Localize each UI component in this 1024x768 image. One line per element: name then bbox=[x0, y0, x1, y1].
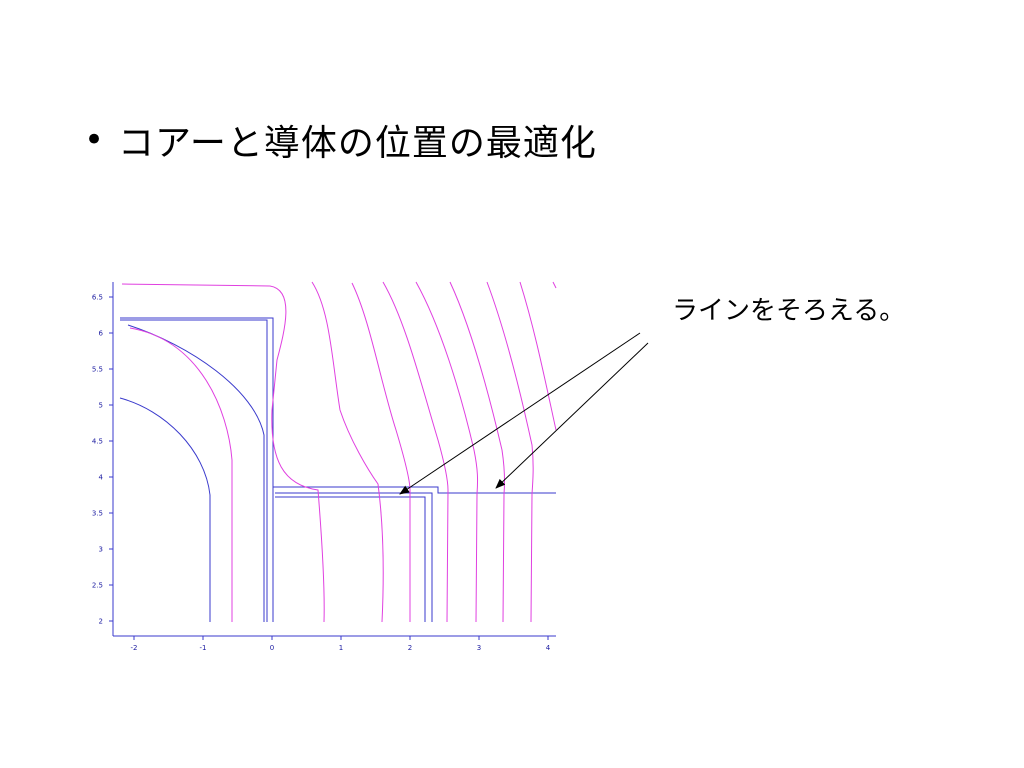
field-line-7 bbox=[449, 281, 506, 623]
x-tick-label: 0 bbox=[270, 644, 274, 652]
core-outline bbox=[120, 317, 274, 622]
conductor-inner-line bbox=[275, 496, 426, 622]
field-line-8 bbox=[486, 281, 534, 623]
field-line-4 bbox=[351, 282, 411, 622]
x-tick-label: 2 bbox=[408, 644, 412, 652]
conductor-lower-line bbox=[275, 492, 433, 622]
field-line-10 bbox=[552, 281, 557, 289]
field-line-2 bbox=[129, 327, 233, 622]
bullet-dot: • bbox=[84, 120, 105, 160]
axes: 6.5 6 5.5 5 4.5 4 3.5 3 2.5 2 -2 -1 0 1 2 3 4 bbox=[92, 282, 556, 652]
slide-title: コアーと導体の位置の最適化 bbox=[118, 123, 597, 164]
y-tick-label: 4 bbox=[99, 474, 104, 482]
y-tick-label: 6 bbox=[99, 330, 104, 338]
y-tick-label: 6.5 bbox=[92, 294, 103, 302]
x-tick-label: -1 bbox=[200, 644, 207, 652]
field-line-9 bbox=[519, 281, 557, 431]
y-tick-label: 2 bbox=[99, 618, 103, 626]
y-tick-label: 5.5 bbox=[92, 366, 103, 374]
inner-curve-1 bbox=[119, 397, 211, 622]
annotation-arrows bbox=[399, 332, 649, 495]
core-inner-top bbox=[120, 319, 268, 622]
arrow-left bbox=[399, 332, 641, 495]
field-line-3 bbox=[311, 281, 384, 623]
structure-lines bbox=[119, 317, 556, 622]
y-tick-label: 2.5 bbox=[92, 582, 103, 590]
field-line-6 bbox=[415, 281, 479, 623]
x-tick-label: -2 bbox=[131, 644, 138, 652]
x-ticks: -2 -1 0 1 2 3 4 bbox=[131, 636, 551, 652]
field-line-1 bbox=[121, 283, 325, 623]
slide-bullet-line: • コアーと導体の位置の最適化 bbox=[84, 112, 597, 168]
inner-curve-2 bbox=[127, 324, 265, 622]
x-tick-label: 1 bbox=[339, 644, 343, 652]
y-tick-label: 3.5 bbox=[92, 510, 103, 518]
conductor-top-line bbox=[273, 486, 556, 494]
y-ticks: 6.5 6 5.5 5 4.5 4 3.5 3 2.5 2 bbox=[92, 294, 113, 626]
y-tick-label: 4.5 bbox=[92, 438, 103, 446]
annotation-text: ラインをそろえる。 bbox=[672, 296, 906, 326]
field-line-5 bbox=[382, 281, 449, 623]
field-lines bbox=[121, 281, 557, 623]
arrow-right bbox=[495, 342, 649, 489]
y-tick-label: 5 bbox=[99, 402, 103, 410]
y-tick-label: 3 bbox=[99, 546, 103, 554]
x-tick-label: 4 bbox=[546, 644, 551, 652]
x-tick-label: 3 bbox=[477, 644, 481, 652]
